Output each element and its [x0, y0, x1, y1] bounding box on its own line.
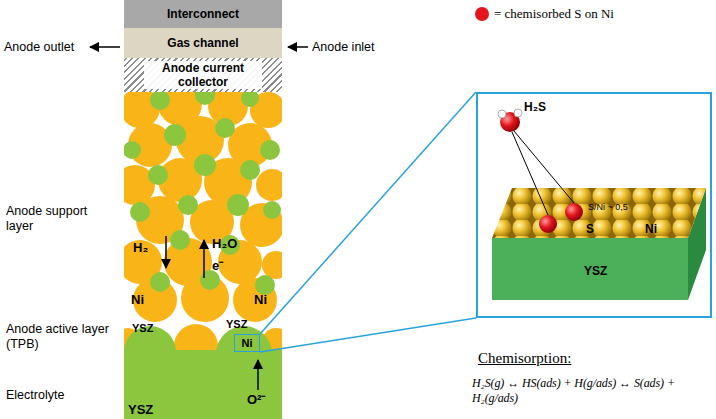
zoom-line	[260, 92, 476, 334]
node-text: YSZ	[584, 264, 607, 278]
reaction-equation: H₂S(g) ↔ HS(ads) + H(g/ads) ↔ S(ads) + H…	[472, 376, 714, 406]
outlet-arrow	[90, 46, 120, 48]
sulfur-atom	[565, 203, 583, 221]
material-label: YSZ	[128, 402, 153, 417]
ni-atom-layer	[492, 188, 706, 238]
legend-swatch	[475, 7, 489, 21]
legend-entry: = chemisorbed S on Ni	[474, 6, 614, 22]
h2s-hydrogen	[514, 109, 522, 117]
ni-particles	[124, 92, 282, 352]
inset-box: H₂S S S/Ni ~ 0,5NiYSZ	[476, 92, 712, 318]
equation-heading: Chemisorption:	[478, 350, 571, 367]
layer-label: Anode support layer	[6, 204, 106, 234]
ni-particles	[256, 169, 282, 201]
material-label: Ni	[131, 292, 144, 307]
zoom-line	[260, 318, 476, 352]
current-collector-band: Anode current collector	[124, 58, 282, 92]
ysz-particles	[215, 118, 235, 138]
ysz-particles	[200, 270, 220, 290]
adsorption-line	[512, 132, 548, 215]
adsorption-line	[514, 131, 574, 203]
h2s-hydrogen	[498, 110, 506, 118]
material-label: YSZ	[132, 322, 153, 335]
node-text: H₂S	[524, 100, 546, 114]
ysz-particles	[227, 194, 249, 216]
node-text: Anode current collector	[144, 61, 262, 89]
node-text: Gas channel	[167, 36, 238, 50]
h2o-arrow	[203, 240, 205, 278]
node-text: S/Ni ~ 0,5	[588, 202, 628, 212]
electrolyte-layer	[124, 350, 282, 419]
inlet-arrow	[288, 46, 308, 48]
anode-microstructure	[124, 92, 282, 352]
flow-arrows	[90, 47, 308, 390]
layer-label: Anode active layer (TPB)	[6, 322, 122, 352]
node-text: Ni	[645, 222, 657, 236]
flow-label: Anode inlet	[312, 40, 375, 55]
ni-particles	[262, 251, 282, 279]
ni-particles	[174, 324, 218, 352]
node-text: S	[586, 222, 594, 236]
ysz-particles	[241, 92, 259, 107]
species-label: H₂O	[212, 236, 237, 251]
ysz-particles	[260, 140, 280, 160]
node-text: Interconnect	[167, 7, 239, 21]
flow-label: Anode outlet	[4, 40, 74, 55]
ysz-particles	[124, 141, 141, 159]
ysz-slab-front	[492, 238, 688, 300]
species-label: e⁻	[212, 258, 223, 273]
ysz-particles	[124, 92, 281, 295]
ysz-particles	[150, 92, 170, 110]
ysz-particles	[150, 272, 170, 292]
species-label: O²⁻	[247, 392, 265, 407]
ysz-particles	[263, 201, 281, 219]
ysz-particles	[178, 195, 198, 215]
ysz-particles	[240, 160, 260, 180]
ni-surface-model	[492, 109, 706, 300]
material-label: YSZ	[226, 318, 247, 331]
oxide-ion-arrow	[257, 360, 259, 390]
layer-label: Electrolyte	[6, 388, 64, 403]
species-label: H₂	[133, 240, 148, 255]
gas-channel-band: Gas channel	[124, 28, 282, 58]
ysz-particles	[195, 92, 215, 105]
interconnect-band: Interconnect	[124, 0, 282, 28]
legend-text: = chemisorbed S on Ni	[494, 6, 614, 22]
ysz-particles	[194, 154, 216, 176]
ysz-particles	[130, 202, 150, 222]
ysz-particles	[148, 165, 168, 185]
legend-swatch	[474, 6, 490, 22]
zoom-square: Ni	[234, 334, 260, 352]
ysz-particles	[170, 230, 190, 250]
node-text: Ni	[242, 337, 253, 349]
ysz-particles	[164, 124, 186, 146]
sulfur-atom	[539, 215, 557, 233]
h2-arrow	[165, 236, 167, 268]
material-label: Ni	[254, 292, 267, 307]
